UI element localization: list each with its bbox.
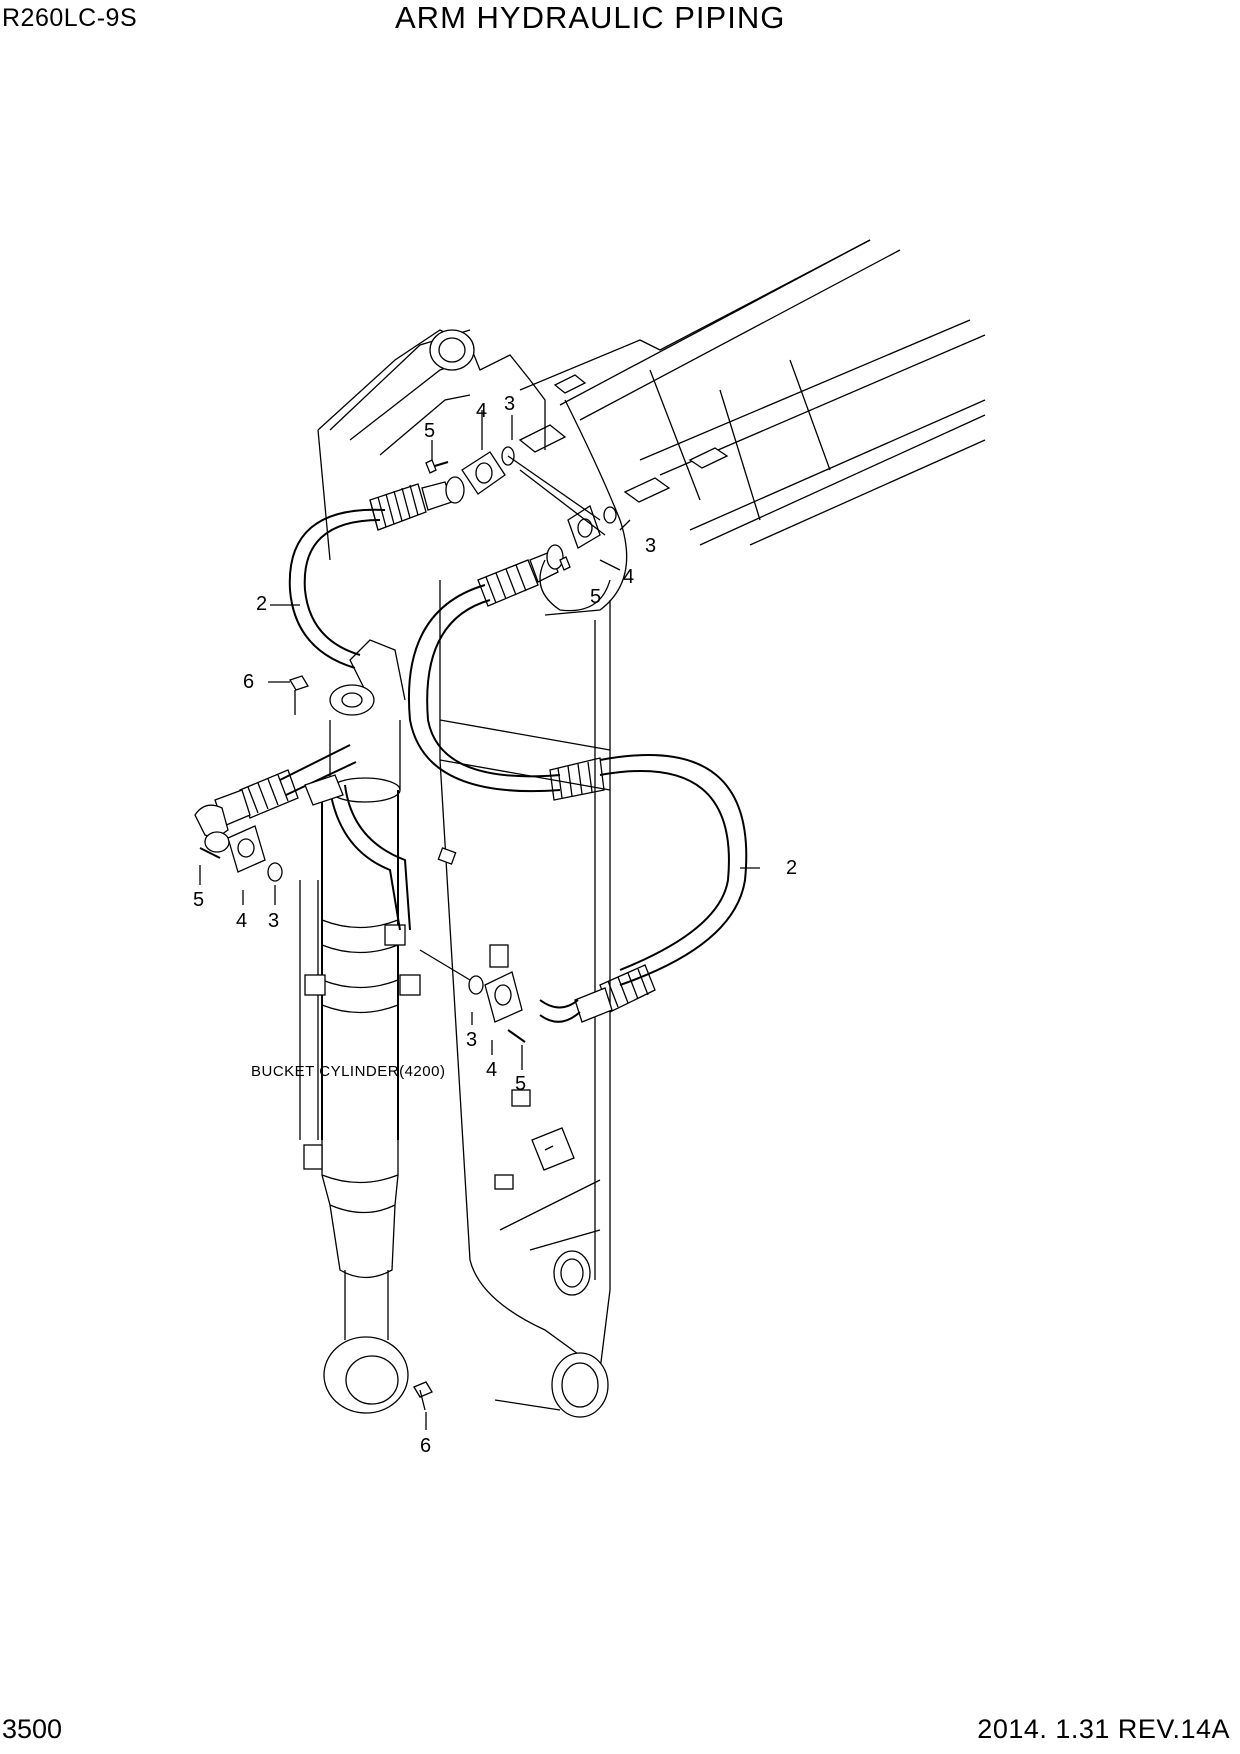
callout-flange: 4: [486, 1059, 497, 1081]
fittings: [199, 446, 617, 1043]
callouts: 5 4 3 3 4 5 2 6 2 5 4 3 3 4 5 6 BUCKET C…: [193, 393, 797, 1457]
page-title: ARM HYDRAULIC PIPING: [395, 0, 786, 35]
callout-bolt: 5: [424, 420, 435, 442]
revision-date: 2014. 1.31 REV.14A: [977, 1714, 1230, 1744]
arm-upper-structure: [518, 239, 986, 616]
callout-hose: 2: [256, 593, 267, 615]
model-number: R260LC-9S: [2, 4, 138, 32]
hose-lower-left: [194, 744, 411, 931]
callout-flange: 4: [476, 400, 487, 422]
callout-o-ring: 3: [466, 1029, 477, 1051]
arm-body: [317, 329, 611, 1418]
callout-o-ring: 3: [504, 393, 515, 415]
bucket-cylinder: [299, 639, 433, 1414]
callout-flange: 4: [623, 566, 634, 588]
callout-flange: 4: [236, 910, 247, 932]
callout-bolt: 5: [515, 1073, 526, 1095]
callout-hose: 2: [786, 857, 797, 879]
callout-o-ring: 3: [645, 535, 656, 557]
callout-bolt: 5: [193, 889, 204, 911]
hose-right-loop: [408, 544, 748, 1023]
page-number: 3500: [2, 1714, 63, 1744]
callout-grease-fitting: 6: [420, 1435, 431, 1457]
bucket-cylinder-reference: BUCKET CYLINDER(4200): [251, 1063, 445, 1080]
callout-o-ring: 3: [268, 910, 279, 932]
callout-grease-fitting: 6: [243, 671, 254, 693]
callout-bolt: 5: [590, 586, 601, 608]
leader-lines: [199, 410, 760, 1430]
hose-upper-left: [288, 476, 465, 669]
